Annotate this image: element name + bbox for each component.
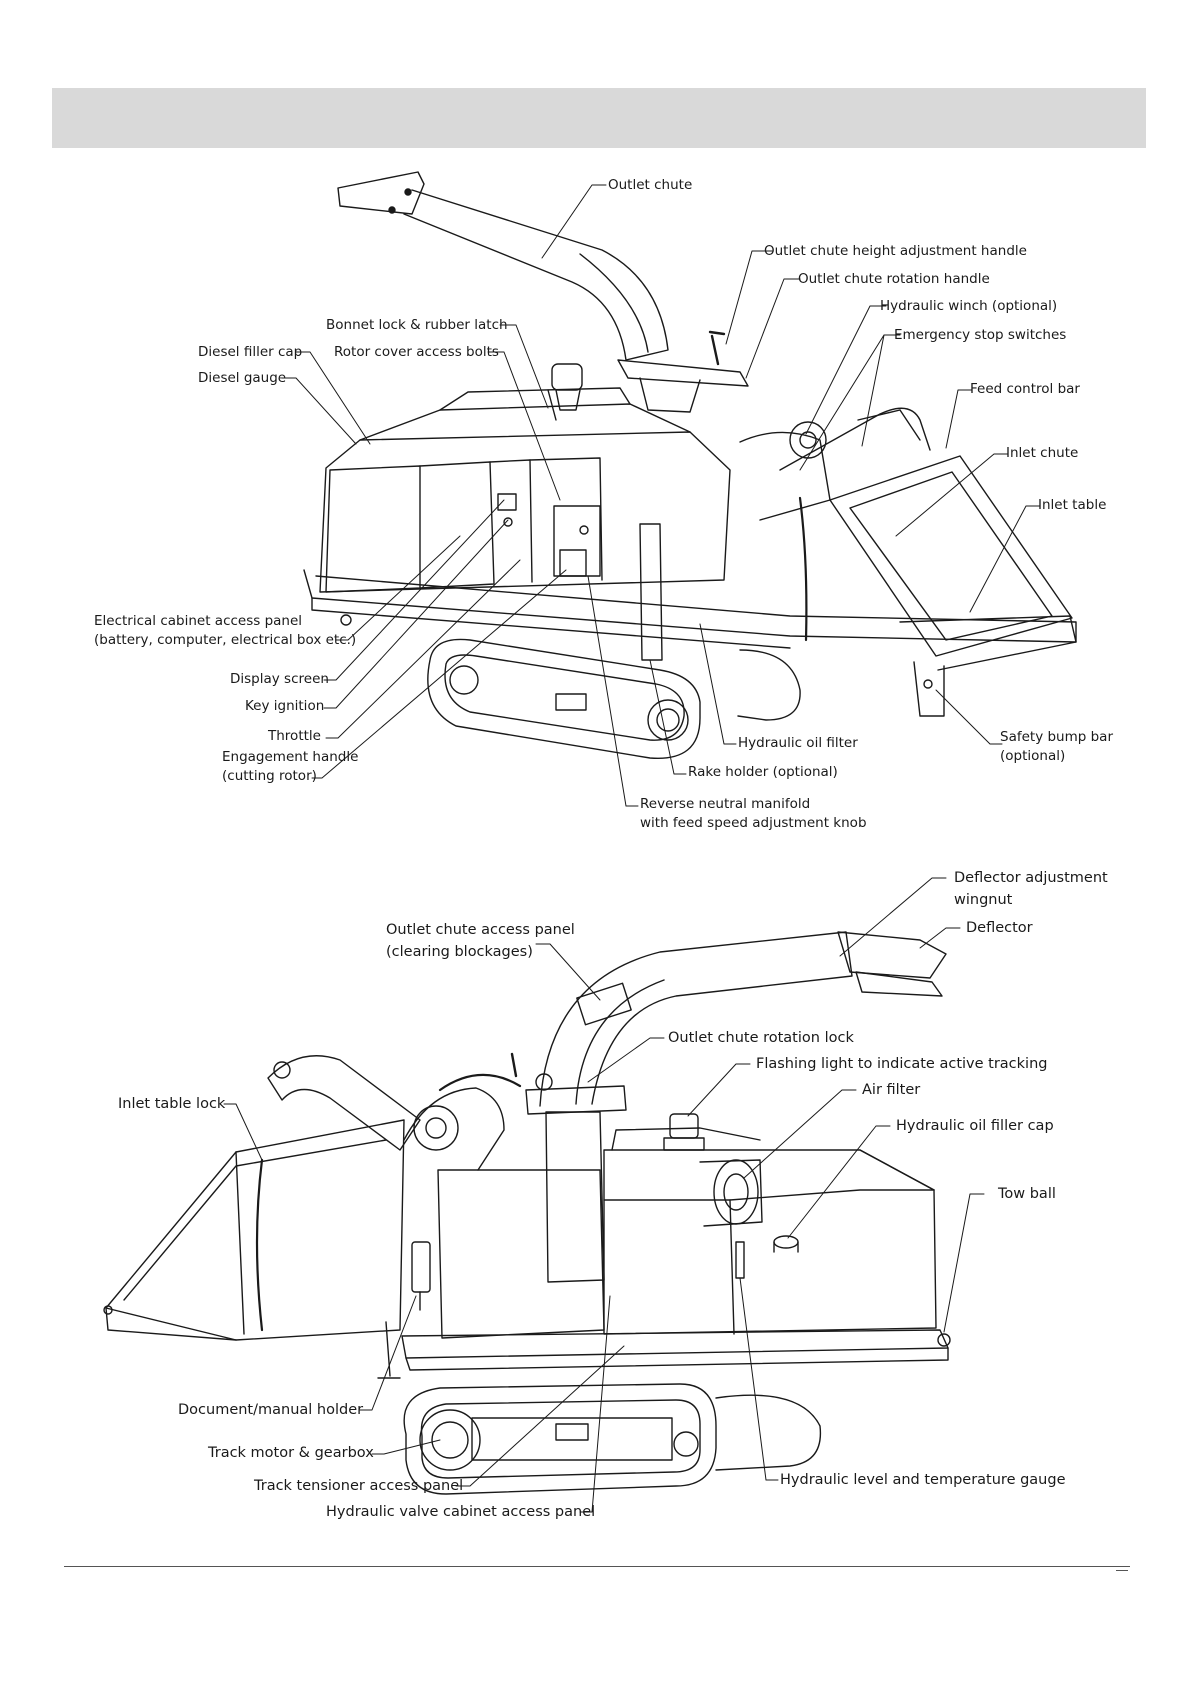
label-diesel-filler-cap: Diesel filler cap: [198, 344, 303, 360]
label-emergency-stop-switches: Emergency stop switches: [894, 327, 1067, 343]
label-deflector-adjustment-line2: wingnut: [954, 892, 1013, 908]
top-leader-lines: [281, 184, 1041, 807]
label-track-motor: Track motor & gearbox: [208, 1445, 374, 1461]
label-engagement-handle-line1: Engagement handle: [222, 749, 359, 765]
label-outlet-chute-rotation-handle: Outlet chute rotation handle: [798, 271, 990, 287]
label-bonnet-lock: Bonnet lock & rubber latch: [326, 317, 508, 333]
label-electrical-cabinet-line1: Electrical cabinet access panel: [94, 613, 303, 629]
bottom-leader-lines: [223, 877, 985, 1513]
label-inlet-chute: Inlet chute: [1006, 445, 1079, 461]
footer-rule: [64, 1566, 1130, 1567]
footer-tick: [1116, 1570, 1128, 1571]
label-rake-holder: Rake holder (optional): [688, 764, 838, 780]
label-rotor-cover-access-bolts: Rotor cover access bolts: [334, 344, 499, 360]
label-air-filter: Air filter: [862, 1082, 921, 1098]
label-track-tensioner: Track tensioner access panel: [254, 1478, 464, 1494]
header-band: [52, 88, 1146, 148]
label-outlet-chute-access-line2: (clearing blockages): [386, 944, 533, 960]
label-outlet-chute-height-adjustment-handle: Outlet chute height adjustment handle: [764, 243, 1027, 259]
label-safety-bump-bar-line2: (optional): [1000, 748, 1066, 764]
label-key-ignition: Key ignition: [245, 698, 325, 714]
label-hydraulic-oil-filler-cap: Hydraulic oil filler cap: [896, 1118, 1054, 1134]
bottom-machine-drawing: [103, 931, 951, 1495]
label-outlet-chute: Outlet chute: [608, 177, 693, 193]
label-flashing-light: Flashing light to indicate active tracki…: [756, 1056, 1048, 1072]
label-tow-ball: Tow ball: [998, 1186, 1056, 1202]
label-diesel-gauge: Diesel gauge: [198, 370, 287, 386]
label-hydraulic-winch: Hydraulic winch (optional): [880, 298, 1058, 314]
label-reverse-neutral-line2: with feed speed adjustment knob: [640, 815, 867, 831]
label-hydraulic-valve-cabinet: Hydraulic valve cabinet access panel: [326, 1504, 596, 1520]
label-electrical-cabinet-line2: (battery, computer, electrical box etc.): [94, 632, 357, 648]
label-throttle: Throttle: [268, 728, 321, 744]
label-hydraulic-oil-filter: Hydraulic oil filter: [738, 735, 858, 751]
label-reverse-neutral-line1: Reverse neutral manifold: [640, 796, 811, 812]
label-safety-bump-bar-line1: Safety bump bar: [1000, 729, 1114, 745]
label-inlet-table-lock: Inlet table lock: [118, 1096, 226, 1112]
label-feed-control-bar: Feed control bar: [970, 381, 1080, 397]
label-deflector: Deflector: [966, 920, 1033, 936]
label-hydraulic-level-gauge: Hydraulic level and temperature gauge: [780, 1472, 1066, 1488]
label-document-holder: Document/manual holder: [178, 1402, 364, 1418]
label-deflector-adjustment-line1: Deflector adjustment: [954, 870, 1108, 886]
label-outlet-chute-access-line1: Outlet chute access panel: [386, 922, 575, 938]
top-machine-drawing: [303, 171, 1077, 760]
label-inlet-table: Inlet table: [1038, 497, 1107, 513]
label-display-screen: Display screen: [230, 671, 329, 687]
label-engagement-handle-line2: (cutting rotor): [222, 768, 317, 784]
label-outlet-chute-rotation-lock: Outlet chute rotation lock: [668, 1030, 854, 1046]
